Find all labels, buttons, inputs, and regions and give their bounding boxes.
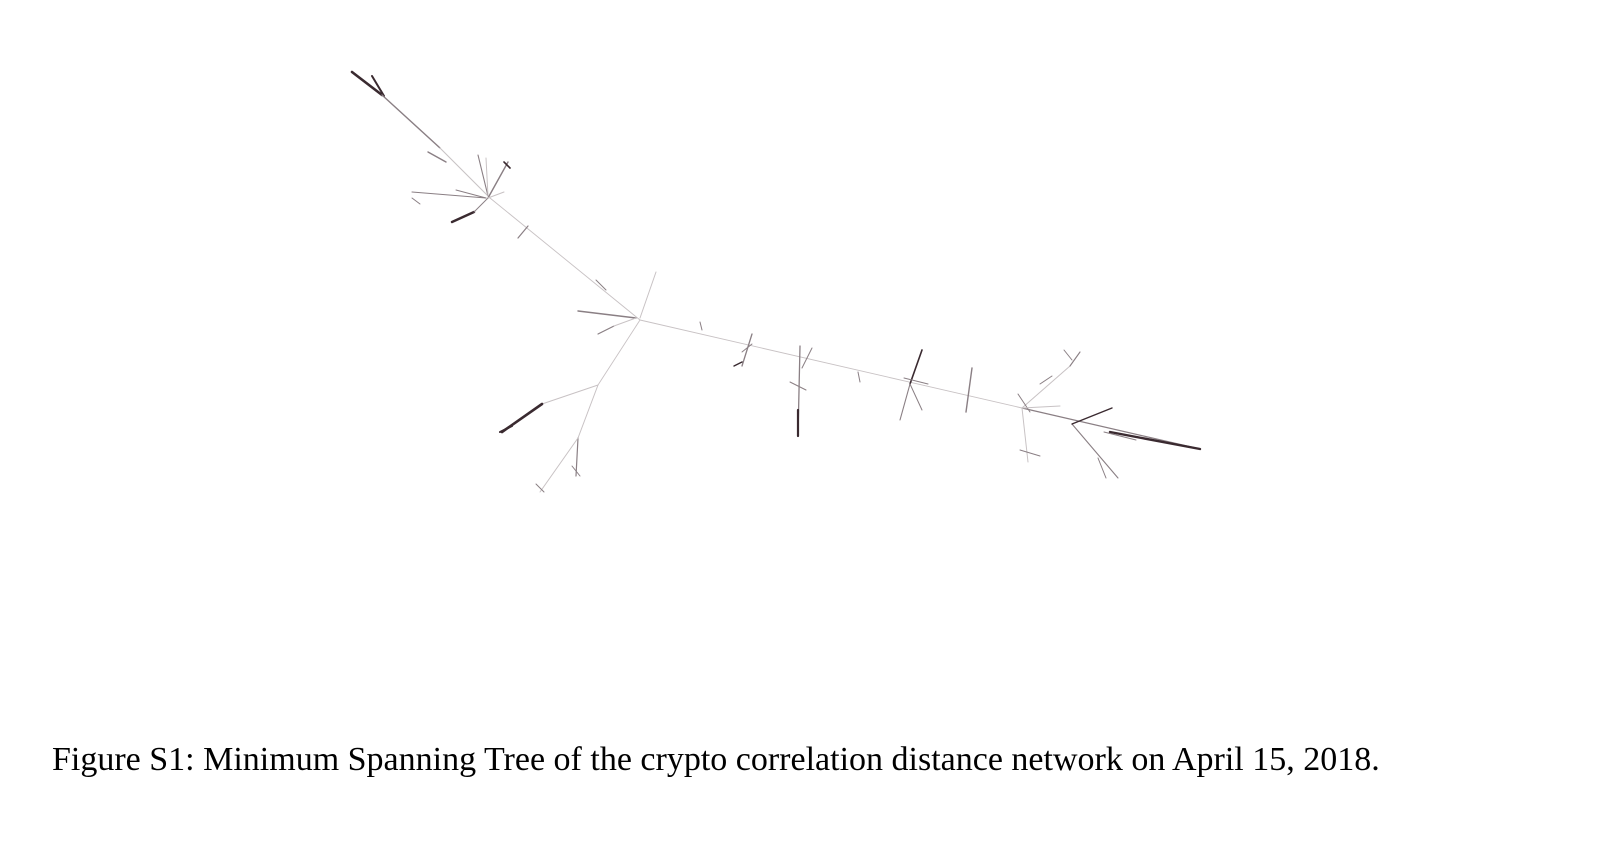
tree-edge xyxy=(903,377,929,385)
tree-edge xyxy=(350,70,384,97)
tree-edge xyxy=(1017,393,1031,413)
tree-edge xyxy=(733,361,743,367)
tree-edge xyxy=(411,191,487,199)
tree-edge xyxy=(517,225,529,239)
tree-edge xyxy=(909,383,923,411)
tree-edge xyxy=(597,325,615,335)
tree-edge xyxy=(801,347,813,369)
tree-edge xyxy=(450,210,476,224)
tree-edge xyxy=(577,384,599,439)
tree-edge xyxy=(1097,457,1107,479)
tree-edge xyxy=(571,465,581,477)
tree-edge xyxy=(1069,351,1081,367)
tree-edge xyxy=(1021,407,1029,463)
tree-edge xyxy=(487,161,509,199)
tree-edge xyxy=(439,147,491,199)
tree-edge xyxy=(597,319,641,386)
tree-edge xyxy=(473,197,489,213)
tree-edge xyxy=(1071,407,1113,425)
tree-edge xyxy=(857,371,861,383)
tree-edge xyxy=(503,161,511,169)
tree-edge xyxy=(741,333,753,367)
tree-edge xyxy=(965,367,973,413)
tree-edge xyxy=(411,197,421,205)
tree-edge xyxy=(381,94,441,149)
mst-edges xyxy=(350,70,1202,493)
tree-edge xyxy=(899,383,911,421)
tree-edge xyxy=(575,437,579,477)
tree-edge xyxy=(427,151,447,163)
tree-edge xyxy=(1019,449,1041,457)
tree-edge xyxy=(485,157,489,197)
tree-edge xyxy=(741,343,753,353)
tree-edge xyxy=(639,319,1023,409)
tree-edge xyxy=(1071,423,1119,479)
tree-edge xyxy=(541,384,599,405)
tree-edge xyxy=(699,321,703,331)
tree-edge xyxy=(639,271,657,319)
tree-edge xyxy=(539,437,579,493)
tree-edge xyxy=(489,197,641,321)
tree-edge xyxy=(1021,405,1061,409)
tree-edge xyxy=(909,349,923,385)
tree-edge xyxy=(1103,431,1137,441)
tree-edge xyxy=(1108,430,1202,451)
tree-edge xyxy=(499,425,513,433)
figure-caption: Figure S1: Minimum Spanning Tree of the … xyxy=(52,741,1380,778)
tree-edge xyxy=(1021,365,1071,409)
tree-edge xyxy=(1063,349,1073,361)
tree-edge xyxy=(1039,375,1053,385)
tree-edge xyxy=(371,75,385,97)
tree-edge xyxy=(1021,407,1201,450)
tree-edge xyxy=(535,483,545,493)
tree-edge xyxy=(477,154,489,197)
tree-edge xyxy=(789,381,807,391)
tree-edge xyxy=(595,279,607,291)
tree-edge xyxy=(455,189,487,199)
tree-edge xyxy=(487,191,505,199)
tree-edge xyxy=(613,317,637,327)
tree-edge xyxy=(577,310,637,319)
